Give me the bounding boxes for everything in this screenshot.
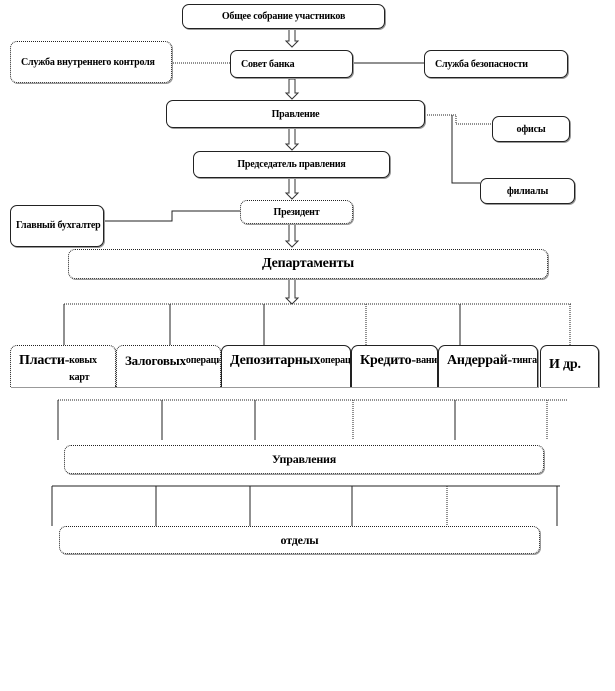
department-title: Депозитарных <box>230 353 321 368</box>
department-plastic-cards: Пласти- ковых карт <box>10 345 116 387</box>
department-title: Залоговых <box>125 353 186 368</box>
security-box: Служба безопасности <box>424 50 568 78</box>
board-box: Совет банка <box>230 50 353 78</box>
department-depository: Депозитарных операций <box>221 345 351 387</box>
department-underwriting: Андеррай- тинга <box>438 345 538 387</box>
department-collateral: Залоговых операций <box>116 345 221 387</box>
department-subtitle: ковых карт <box>69 355 97 383</box>
department-title: Андеррай- <box>447 353 512 368</box>
department-other: И др. <box>540 345 599 387</box>
line-management-offices <box>425 114 492 125</box>
chief-accountant-box: Главный бухгалтер <box>10 205 104 247</box>
divisions-box: отделы <box>59 526 540 554</box>
flow-arrows <box>284 28 300 305</box>
arrow-board-to-management <box>284 78 300 100</box>
chairman-box: Председатель правления <box>193 151 390 178</box>
directorates-box: Управления <box>64 445 544 474</box>
president-box: Президент <box>240 200 353 224</box>
department-subtitle: операций <box>320 355 351 366</box>
line-president-accountant <box>104 210 240 222</box>
general-meeting-box: Общее собрание участников <box>182 4 385 29</box>
arrow-meeting-to-board <box>284 28 300 48</box>
offices-box: офисы <box>492 116 570 142</box>
line-management-branches <box>451 115 480 184</box>
department-lending: Кредито- вания <box>351 345 438 387</box>
internal-control-box: Служба внутреннего контроля <box>10 41 172 83</box>
department-title: Пласти- <box>19 353 70 368</box>
arrow-management-to-chairman <box>284 127 300 151</box>
management-box: Правление <box>166 100 425 128</box>
department-subtitle: тинга <box>511 355 537 366</box>
department-title: Кредито- <box>360 353 416 368</box>
department-subtitle: операций <box>185 355 220 366</box>
departments-box: Департаменты <box>68 249 548 279</box>
arrow-president-to-departments <box>284 223 300 248</box>
branches-box: филиалы <box>480 178 575 204</box>
arrow-departments-to-bus <box>284 278 300 305</box>
arrow-chairman-to-president <box>284 176 300 200</box>
department-title: И др. <box>549 357 581 372</box>
department-subtitle: вания <box>415 355 437 366</box>
